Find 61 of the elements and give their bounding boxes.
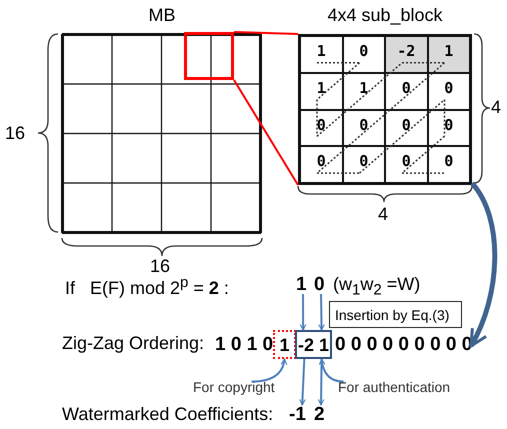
- coefficient-cell: 1: [300, 36, 342, 73]
- dimension-label: 16: [5, 124, 26, 142]
- coefficient-cell: 0: [385, 146, 428, 183]
- formula-text: If E(F) mod 2$^{p}$ = 2 :: [65, 275, 229, 297]
- coefficient-value: 0: [314, 275, 328, 294]
- arrow: [318, 294, 325, 331]
- coefficient-cell: 0: [342, 110, 385, 146]
- scan-path-line: [402, 136, 445, 174]
- scan-path-line: [316, 99, 360, 137]
- coefficient-cell: 1: [300, 72, 342, 110]
- arrow: [251, 358, 287, 383]
- scan-path-line: [317, 172, 360, 174]
- coefficient-cell: 0: [428, 110, 470, 146]
- arrow: [468, 182, 498, 348]
- scan-path-line: [316, 62, 360, 100]
- coefficient-cell: 0: [385, 110, 428, 146]
- scan-path-line: [402, 62, 444, 64]
- arrow: [299, 358, 306, 406]
- scan-path-line: [402, 62, 445, 100]
- coefficient-value: 1: [296, 275, 310, 294]
- coefficient-cell: -2: [385, 36, 428, 73]
- coefficient-cell: 0: [428, 72, 470, 110]
- coefficient-cell: 0: [300, 146, 342, 183]
- grid-title: 4x4 sub_block: [326, 6, 444, 24]
- dimension-label: 4: [491, 98, 502, 116]
- coefficient-cell: 0: [300, 110, 342, 146]
- copyright-coefficient-box: 1: [273, 330, 296, 359]
- formula-text: (w$_{1}$w$_{2}$ =W): [333, 275, 420, 298]
- scan-path-line: [402, 172, 444, 174]
- scan-path-line: [444, 100, 446, 136]
- coefficient-cell: 1: [342, 72, 385, 110]
- grid-title: MB: [148, 6, 176, 24]
- coefficient-value: 2: [314, 405, 328, 425]
- arrow: [300, 294, 306, 331]
- scan-path-line: [317, 62, 360, 64]
- dimension-label: 4: [378, 205, 388, 223]
- formula-text: Watermarked Coefficients:: [62, 405, 274, 423]
- annotation-text: For copyright: [193, 380, 283, 396]
- scan-path-line: [359, 99, 402, 137]
- coefficient-value: -1: [289, 405, 311, 425]
- coefficient-cell: 0: [428, 146, 470, 183]
- scan-path-line: [402, 99, 445, 137]
- scan-path-line: [316, 100, 318, 136]
- formula-text: Zig-Zag Ordering:: [62, 334, 204, 352]
- coefficient-cell: 0: [385, 72, 428, 110]
- scan-path-line: [359, 62, 402, 100]
- connector-line: [233, 79, 299, 186]
- dimension-label: 16: [150, 257, 170, 275]
- arrow: [319, 358, 344, 383]
- note-box: Insertion by Eq.(3): [329, 301, 462, 328]
- annotation-text: For authentication: [338, 380, 450, 396]
- selection-square: [184, 32, 234, 80]
- authentication-coefficient-box: -2 1: [295, 330, 332, 359]
- scan-path-line: [316, 136, 360, 174]
- coefficient-sequence: 1 0 1 0: [215, 335, 274, 354]
- coefficient-cell: 1: [428, 36, 470, 73]
- arrow: [318, 358, 324, 406]
- coefficient-cell: 0: [342, 146, 385, 183]
- coefficient-cell: 0: [342, 36, 385, 73]
- connector-line: [234, 31, 298, 35]
- scan-path-line: [359, 136, 402, 174]
